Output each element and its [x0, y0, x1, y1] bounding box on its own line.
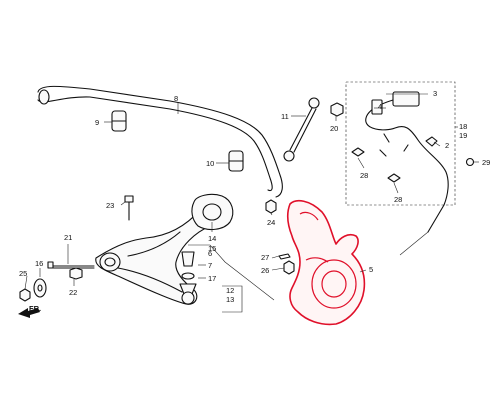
callout-10: 10	[206, 159, 214, 168]
callout-20: 20	[330, 124, 338, 133]
callout-6: 6	[208, 249, 212, 258]
callout-26: 26	[261, 266, 269, 275]
callout-15: 15	[208, 244, 216, 253]
callout-27: 27	[261, 253, 269, 262]
nut-25	[19, 288, 31, 302]
callout-28b: 28	[394, 195, 402, 204]
callout-12: 12	[226, 286, 234, 295]
callout-13: 13	[226, 295, 234, 304]
callout-labels: 2 3 4 5 6 7 8 9 10 11 12 13 14 15 16 17 …	[19, 89, 490, 313]
callout-25: 25	[19, 269, 27, 278]
nut-22	[69, 267, 83, 280]
ball-joint	[179, 251, 197, 305]
callout-16: 16	[35, 259, 43, 268]
steering-knuckle	[287, 199, 366, 326]
callout-14: 14	[208, 234, 216, 243]
compliance-bushing	[191, 193, 234, 231]
callout-18: 18	[459, 122, 467, 131]
stabilizer-bushing-10	[228, 150, 244, 172]
callout-2: 2	[445, 141, 449, 150]
stabilizer-bar	[37, 85, 283, 198]
callout-4: 4	[378, 102, 382, 111]
callout-8: 8	[174, 94, 178, 103]
callout-17: 17	[208, 274, 216, 283]
nut-20	[330, 102, 344, 117]
bolt-23	[124, 195, 134, 221]
direction-label: FR.	[29, 304, 41, 313]
leader-lines	[24, 93, 479, 313]
nut-26	[283, 260, 295, 275]
nut-24	[265, 199, 277, 214]
callout-5: 5	[369, 265, 373, 274]
lower-control-arm	[95, 201, 227, 305]
stabilizer-bushing-9	[111, 110, 127, 132]
callout-21: 21	[64, 233, 72, 242]
callout-29: 29	[482, 158, 490, 167]
callout-9: 9	[95, 118, 99, 127]
front-direction-arrow	[18, 308, 40, 318]
cotter-pin-27	[278, 253, 291, 260]
wheel-speed-sensor-harness	[351, 91, 475, 256]
callout-7: 7	[208, 261, 212, 270]
harness-box	[345, 81, 456, 206]
callout-28a: 28	[360, 171, 368, 180]
callout-11: 11	[281, 112, 289, 121]
callout-22: 22	[69, 288, 77, 297]
washer-16	[33, 278, 47, 298]
bolt-21	[47, 261, 95, 269]
callout-23: 23	[106, 201, 114, 210]
callout-3: 3	[433, 89, 437, 98]
callout-24: 24	[267, 218, 275, 227]
callout-19: 19	[459, 131, 467, 140]
stabilizer-link	[283, 97, 320, 162]
